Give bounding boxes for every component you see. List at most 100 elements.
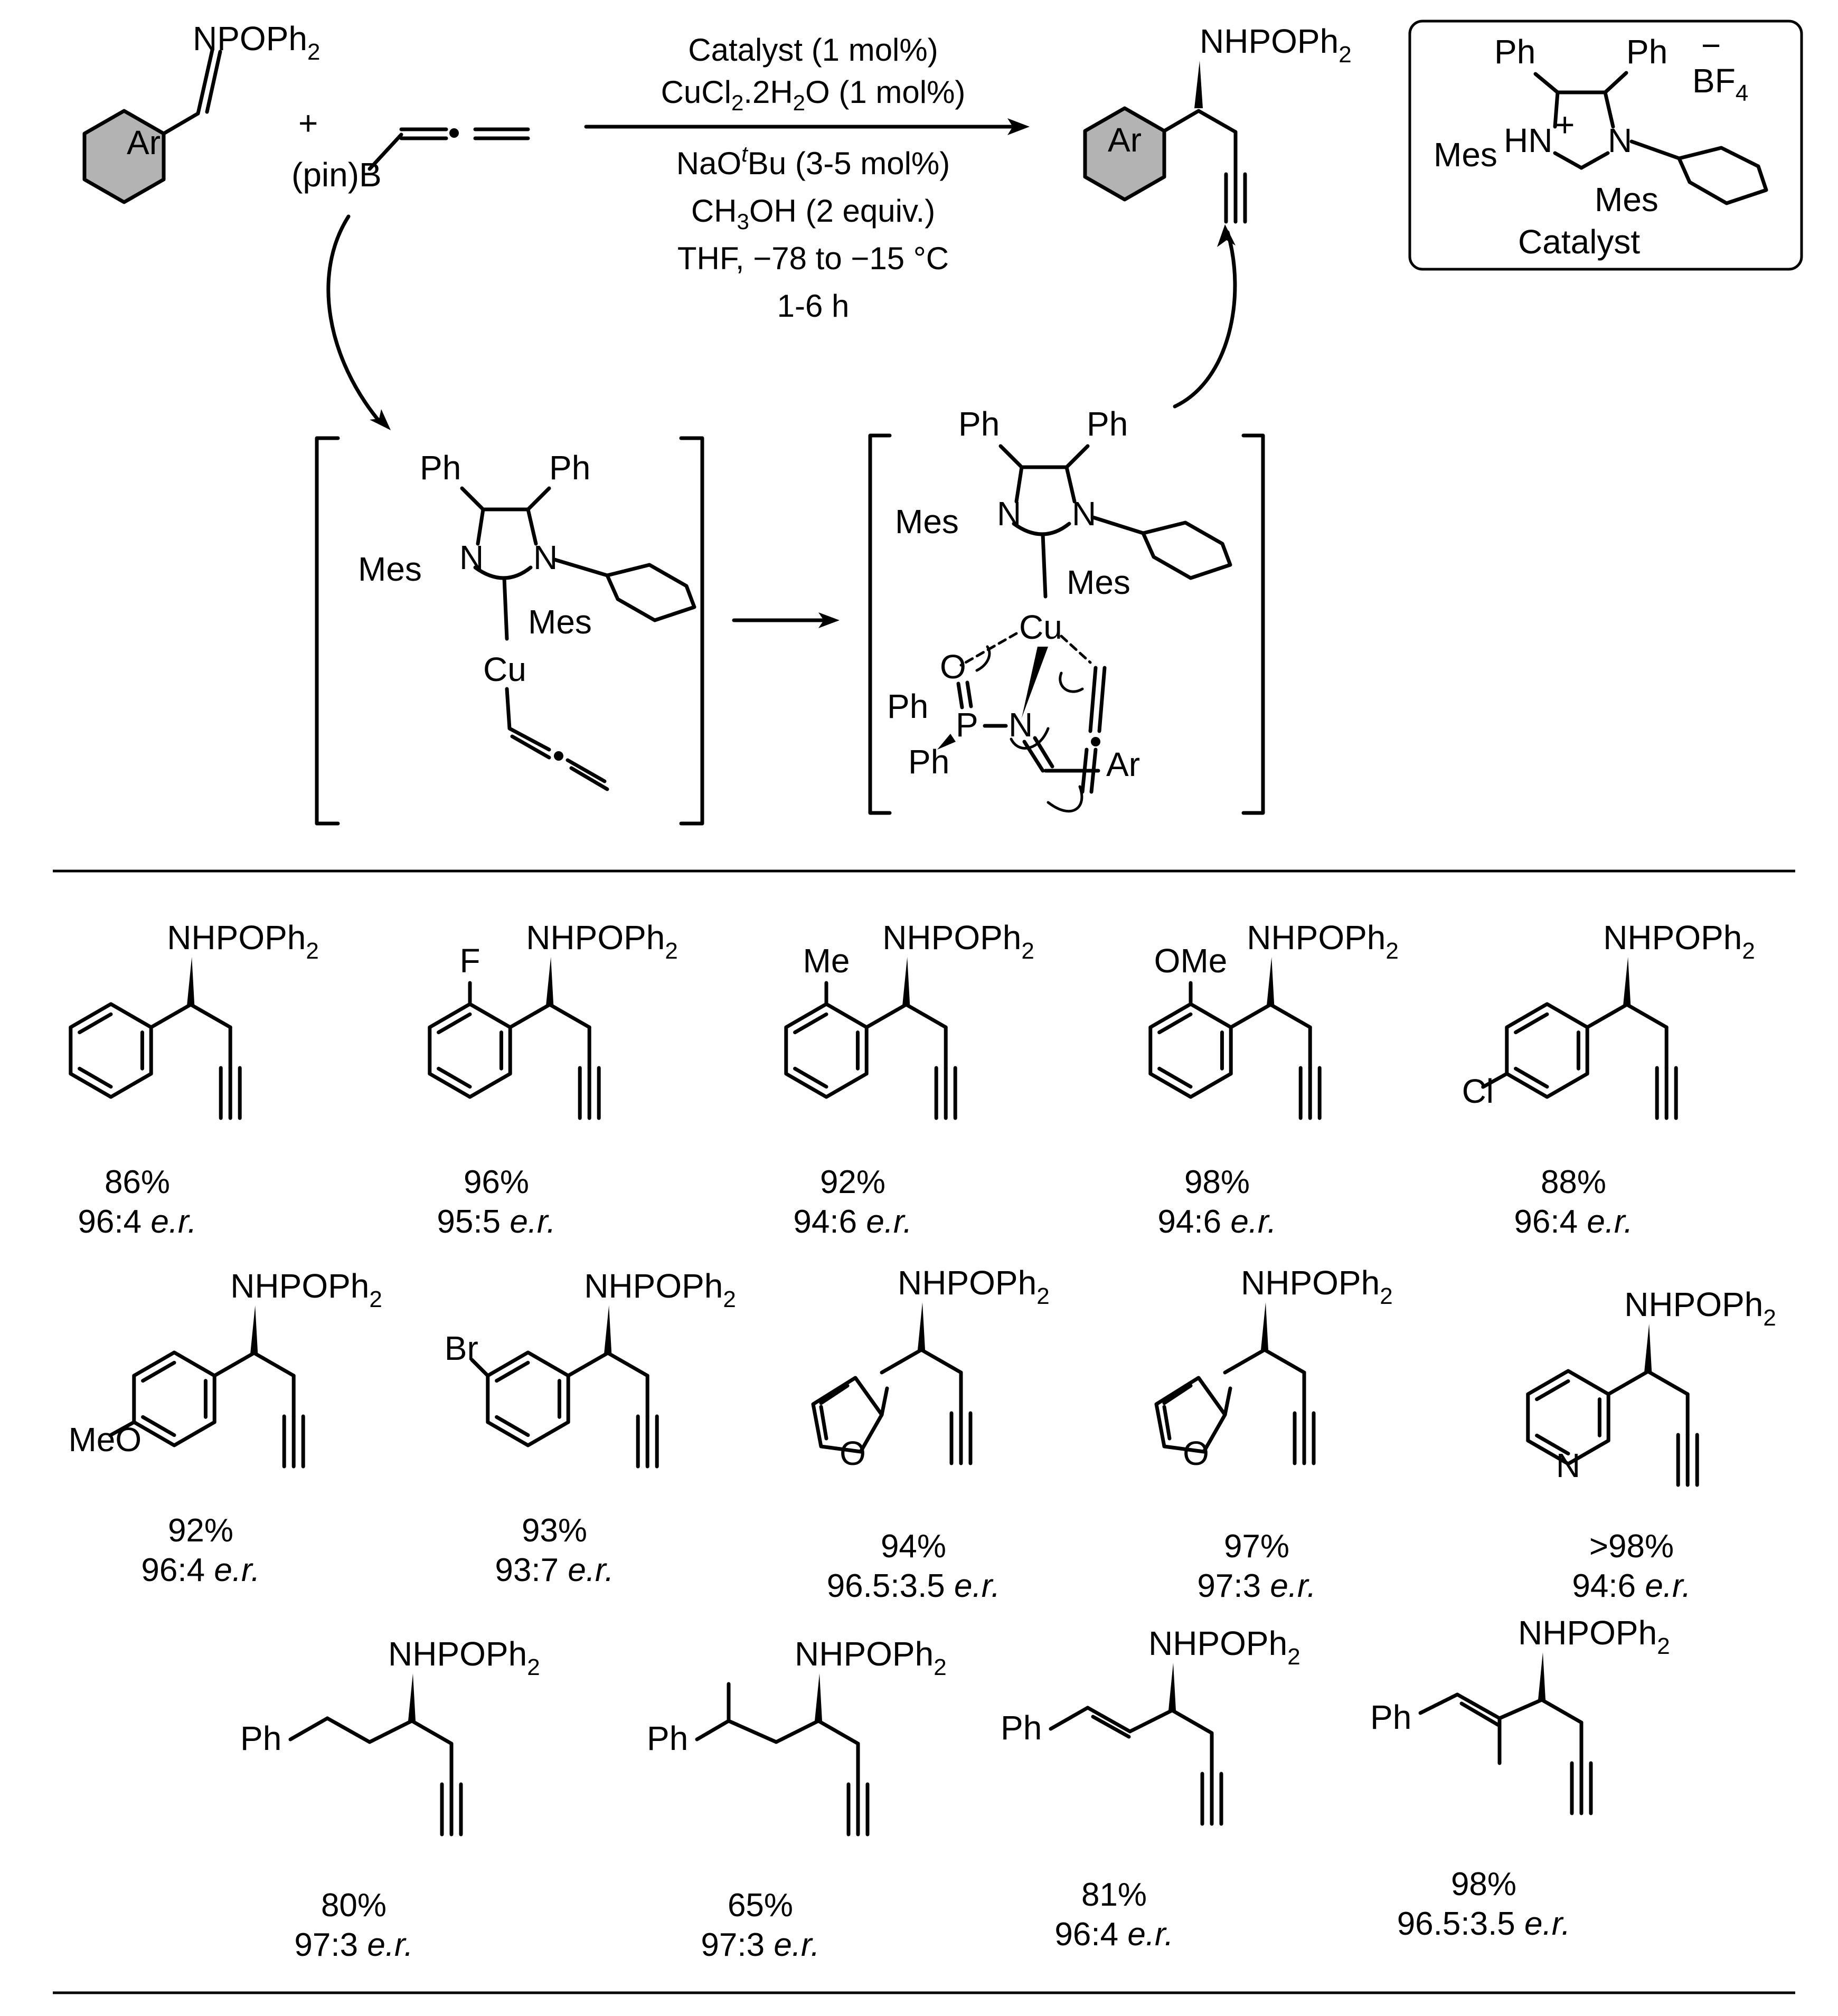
er-label: 97:3 e.r. — [294, 1927, 413, 1963]
yield-label: >98% — [1589, 1528, 1674, 1565]
int2-aryl: Ar — [1106, 745, 1140, 783]
int1-mesityl-2: Mes — [528, 603, 592, 641]
anion-charge: − — [1701, 26, 1721, 64]
plus-sign: + — [298, 104, 318, 142]
yield-label: 96% — [464, 1164, 529, 1200]
npoph2-label: NHPOPh2 — [1247, 919, 1399, 964]
int2-mesityl-1: Mes — [895, 503, 959, 541]
yield-label: 92% — [168, 1512, 233, 1549]
er-label: 96:4 e.r. — [141, 1552, 260, 1588]
condition-time: 1-6 h — [777, 288, 850, 324]
product-compound-13: Ph NHPOPh2 81%96:4 e.r. — [1001, 1624, 1300, 1953]
yield-label: 93% — [522, 1512, 587, 1549]
er-label: 94:6 e.r. — [1572, 1568, 1691, 1604]
condition-catalyst: Catalyst (1 mol%) — [688, 32, 938, 68]
catalyst-positive-charge: + — [1555, 106, 1575, 144]
int2-phenyl-1: Ph — [958, 405, 1000, 443]
int1-phenyl-1: Ph — [420, 449, 461, 487]
yield-label: 97% — [1224, 1528, 1289, 1565]
npoph2-label: NHPOPh2 — [795, 1635, 947, 1680]
yield-label: 98% — [1184, 1164, 1250, 1200]
int2-phenyl-4: Ph — [908, 743, 949, 781]
er-label: 97:3 e.r. — [701, 1927, 819, 1963]
phenyl-label: Ph — [1370, 1698, 1411, 1736]
imine-npoph2-label: NPOPh2 — [193, 20, 320, 65]
npoph2-label: NHPOPh2 — [388, 1635, 540, 1680]
product-compound-8: O NHPOPh2 94%96.5:3.5 e.r. — [811, 1264, 1050, 1604]
er-label: 96:4 e.r. — [1514, 1204, 1633, 1240]
int1-phenyl-2: Ph — [549, 449, 590, 487]
yield-label: 80% — [321, 1887, 387, 1924]
intermediate-2: Ph Ph Mes N N Mes Cu O P Ph Ph N Ar — [868, 405, 1265, 815]
npoph2-label: NHPOPh2 — [1148, 1624, 1300, 1670]
npoph2-label: NHPOPh2 — [898, 1264, 1050, 1309]
product-compound-9: O NHPOPh2 97%97:3 e.r. — [1154, 1264, 1393, 1604]
er-label: 96:4 e.r. — [1054, 1916, 1173, 1953]
condition-base: NaOtBu (3-5 mol%) — [676, 141, 950, 181]
yield-label: 88% — [1541, 1164, 1606, 1200]
catalyst-box: Ph Ph − BF4 Mes HN + N Mes Catalyst — [1408, 20, 1803, 271]
intermediate-1: Ph Ph Mes N N Mes Cu — [315, 436, 704, 826]
npoph2-label: NHPOPh2 — [167, 919, 319, 964]
catalyst-mesityl-2: Mes — [1595, 181, 1658, 219]
er-label: 93:7 e.r. — [495, 1552, 614, 1588]
int2-oxygen: O — [940, 648, 966, 686]
pin-boron-label: (pin)B — [291, 156, 382, 194]
int2-phosphorus: P — [956, 706, 978, 744]
er-label: 97:3 e.r. — [1197, 1568, 1316, 1604]
yield-label: 98% — [1451, 1866, 1516, 1903]
int2-phenyl-3: Ph — [887, 687, 928, 725]
er-label: 96.5:3.5 e.r. — [827, 1568, 1001, 1604]
er-label: 94:6 e.r. — [1157, 1204, 1276, 1240]
phenyl-label: Ph — [647, 1719, 688, 1757]
allenyl-boronate: (pin)B — [291, 127, 530, 194]
product-aryl-label: Ar — [1108, 121, 1142, 159]
aryl-ring-label: Ar — [127, 124, 161, 162]
er-label: 95:5 e.r. — [437, 1204, 555, 1240]
catalyst-caption: Catalyst — [1518, 223, 1640, 261]
condition-methanol: CH3OH (2 equiv.) — [691, 193, 935, 234]
heteroatom-label: O — [1183, 1434, 1209, 1472]
product-npoph2-label: NHPOPh2 — [1200, 22, 1352, 68]
npoph2-label: NHPOPh2 — [584, 1267, 736, 1312]
catalyst-phenyl-2: Ph — [1626, 33, 1667, 71]
int1-copper: Cu — [483, 650, 526, 688]
product-compound-3: NHPOPh2 92% 94:6 e.r. Me — [784, 919, 1034, 1240]
yield-label: 92% — [820, 1164, 885, 1200]
int1-nitrogen-2: N — [533, 538, 558, 576]
yield-label: 81% — [1081, 1877, 1147, 1913]
er-label: 94:6 e.r. — [793, 1204, 912, 1240]
npoph2-label: NHPOPh2 — [1241, 1264, 1393, 1309]
heteroatom-label: N — [1556, 1446, 1580, 1484]
condition-temperature: THF, −78 to −15 °C — [677, 241, 949, 276]
int2-phenyl-2: Ph — [1087, 405, 1128, 443]
int2-copper: Cu — [1019, 608, 1062, 646]
npoph2-label: NHPOPh2 — [882, 919, 1034, 964]
catalyst-mesityl-1: Mes — [1434, 136, 1497, 174]
heteroatom-label: O — [840, 1434, 866, 1472]
catalyst-phenyl-1: Ph — [1494, 33, 1535, 71]
tetrafluoroborate-anion: BF4 — [1692, 62, 1748, 106]
phenyl-label: Ph — [1001, 1709, 1042, 1747]
int2-nitrogen-3: N — [1008, 706, 1033, 744]
yield-label: 94% — [881, 1528, 946, 1565]
product-compound-7: NHPOPh2 93%93:7 e.r. Br — [445, 1267, 736, 1588]
npoph2-label: NHPOPh2 — [1603, 919, 1755, 964]
npoph2-label: NHPOPh2 — [526, 919, 678, 964]
er-label: 96:4 e.r. — [78, 1204, 196, 1240]
substituent-label: Me — [803, 942, 850, 980]
catalyst-n: N — [1608, 121, 1632, 159]
er-label: 96.5:3.5 e.r. — [1397, 1906, 1571, 1942]
substituent-label: Br — [445, 1329, 478, 1367]
catalyst-nh: HN — [1504, 121, 1552, 159]
product-structure: Ar NHPOPh2 — [1083, 22, 1352, 224]
